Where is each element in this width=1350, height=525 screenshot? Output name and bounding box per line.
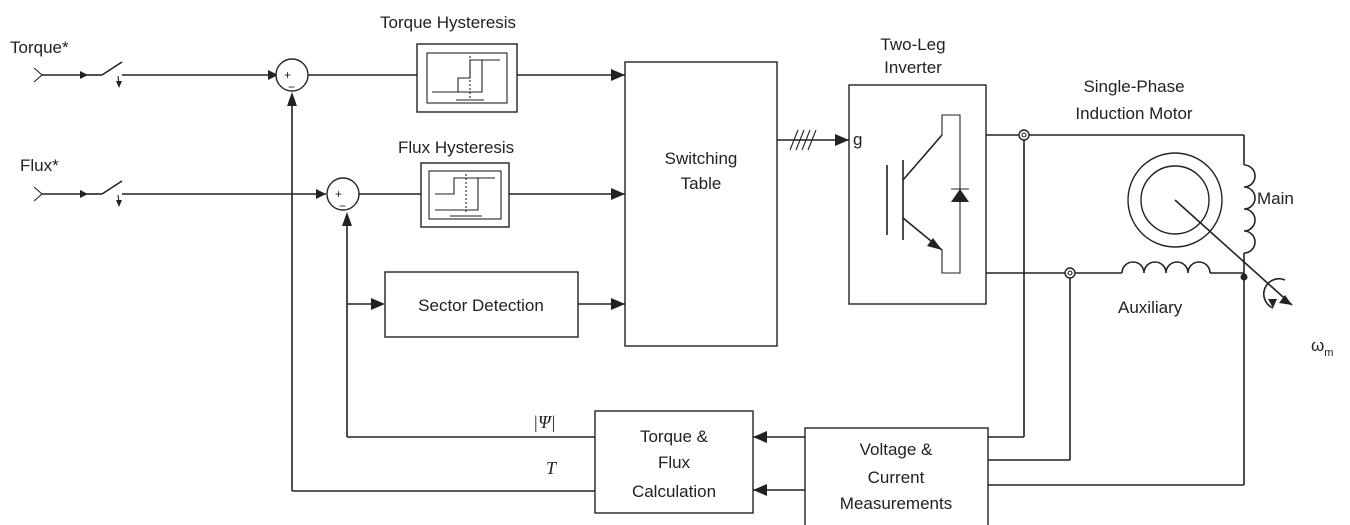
inverter-title-1: Two-Leg bbox=[880, 35, 945, 54]
torque-feedback-path: T bbox=[287, 92, 595, 492]
torque-hysteresis-block[interactable]: Torque Hysteresis bbox=[380, 13, 518, 113]
motor-title-2: Induction Motor bbox=[1075, 104, 1193, 123]
switching-table-block[interactable]: Switching Table bbox=[624, 61, 778, 347]
flux-ref-label: Flux* bbox=[20, 156, 59, 175]
single-phase-induction-motor[interactable]: Single-Phase Induction Motor Main Auxili… bbox=[1075, 77, 1333, 359]
flux-enable-switch[interactable] bbox=[101, 180, 123, 207]
measurements-label-2: Current bbox=[868, 468, 925, 487]
rotation-arc-icon bbox=[1263, 277, 1286, 309]
flux-hysteresis-title: Flux Hysteresis bbox=[398, 138, 514, 157]
torque-error-sum: + − bbox=[275, 58, 309, 94]
torque-input-chevron bbox=[33, 67, 43, 83]
flux-hysteresis-block[interactable]: Flux Hysteresis bbox=[398, 138, 514, 228]
main-winding-coil bbox=[1243, 164, 1256, 254]
gate-signal-bus bbox=[777, 129, 849, 151]
torque-ref-label: Torque* bbox=[10, 38, 69, 57]
torque-enable-switch[interactable] bbox=[101, 61, 123, 88]
calc-label-1: Torque & bbox=[640, 427, 709, 446]
measurement-taps bbox=[988, 129, 1245, 486]
measurements-label-1: Voltage & bbox=[860, 440, 933, 459]
torque-flux-calculation-block[interactable]: Torque & Flux Calculation bbox=[594, 410, 754, 514]
inverter-title-2: Inverter bbox=[884, 58, 942, 77]
flux-error-sum: + − bbox=[326, 177, 360, 213]
flux-hysteresis-icon bbox=[435, 174, 495, 217]
switching-table-label-2: Table bbox=[681, 174, 722, 193]
sum-minus-sign: − bbox=[288, 80, 295, 94]
rotor-speed-label: ωm bbox=[1311, 336, 1333, 359]
torque-hysteresis-icon bbox=[432, 56, 500, 101]
flux-reference-input: Flux* bbox=[20, 156, 326, 207]
voltage-current-measurements-block[interactable]: Voltage & Current Measurements bbox=[804, 427, 989, 525]
torque-signal-label: T bbox=[546, 458, 558, 478]
sum-plus-sign: + bbox=[284, 68, 291, 82]
sum-minus-sign: − bbox=[339, 199, 346, 213]
torque-hysteresis-title: Torque Hysteresis bbox=[380, 13, 516, 32]
calc-label-3: Calculation bbox=[632, 482, 716, 501]
two-leg-inverter-block[interactable]: Two-Leg Inverter g bbox=[848, 35, 987, 305]
gate-label: g bbox=[853, 130, 862, 149]
torque-reference-input: Torque* bbox=[10, 38, 278, 88]
flux-feedback-path: |Ψ| bbox=[342, 212, 595, 438]
flux-magnitude-label: |Ψ| bbox=[533, 412, 556, 432]
motor-title-1: Single-Phase bbox=[1083, 77, 1184, 96]
auxiliary-winding-label: Auxiliary bbox=[1118, 298, 1183, 317]
motor-shaft bbox=[1174, 199, 1293, 306]
measurements-label-3: Measurements bbox=[840, 494, 952, 513]
sector-detection-label: Sector Detection bbox=[418, 296, 544, 315]
main-winding-label: Main bbox=[1257, 189, 1294, 208]
sum-plus-sign: + bbox=[335, 187, 342, 201]
igbt-symbol-icon bbox=[886, 114, 969, 274]
calc-label-2: Flux bbox=[658, 453, 691, 472]
flux-input-chevron bbox=[33, 186, 43, 202]
sector-detection-block[interactable]: Sector Detection bbox=[384, 271, 579, 338]
auxiliary-winding-coil bbox=[1121, 261, 1211, 274]
switching-table-label-1: Switching bbox=[665, 149, 738, 168]
